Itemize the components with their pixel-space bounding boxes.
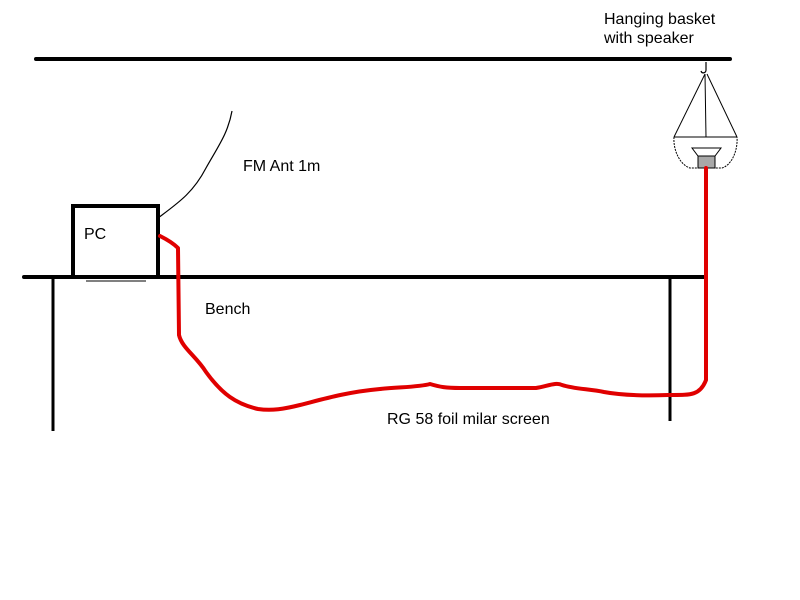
- basket-chain-right: [706, 73, 738, 138]
- pc-box: [71, 204, 160, 282]
- bench: [22, 275, 708, 431]
- basket-chain-middle: [704, 73, 707, 138]
- cable-label: RG 58 foil milar screen: [387, 411, 550, 428]
- basket-label-line-2: with speaker: [604, 30, 694, 47]
- basket-label: Hanging basket with speaker: [604, 10, 715, 48]
- hanging-basket: [673, 62, 738, 169]
- basket-bowl: [673, 136, 738, 169]
- pc-outline: [71, 204, 160, 275]
- fm-antenna-label: FM Ant 1m: [243, 158, 321, 175]
- fm-antenna-wire: [157, 110, 233, 219]
- basket-label-line-1: Hanging basket: [604, 11, 716, 28]
- bench-label: Bench: [205, 301, 251, 318]
- basket-chain-left: [673, 73, 706, 138]
- speaker-icon: [691, 147, 722, 169]
- rg58-cable: [158, 166, 708, 412]
- basket-hook: [700, 62, 707, 74]
- pc-label: PC: [84, 226, 107, 243]
